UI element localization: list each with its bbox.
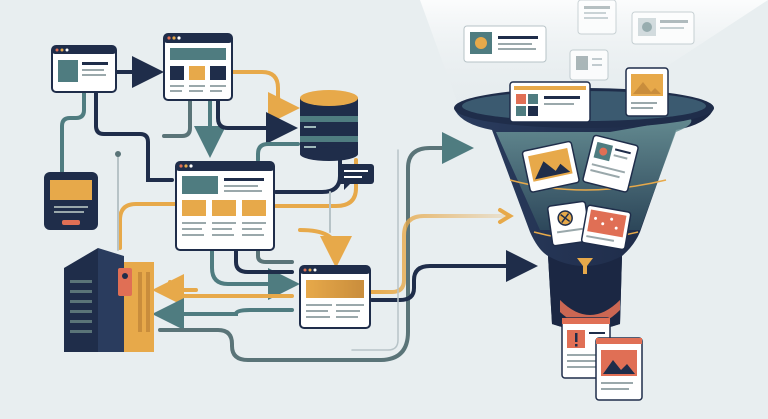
funnel-card-landscape: [625, 67, 669, 117]
funnel-card-dotted: [580, 204, 632, 251]
arrow-center-to-report: [210, 248, 300, 300]
path-browser2-down: [162, 98, 192, 138]
arrow-report-to-server-teal: [152, 298, 294, 330]
database-icon: [300, 90, 358, 161]
floating-cards: [463, 0, 695, 81]
path-browser1-to-center: [94, 90, 174, 182]
path-db-amber-to-center: [274, 158, 358, 208]
path-db-navy-to-center: [274, 158, 342, 194]
path-center-navy-to-report: [234, 248, 294, 274]
output-card-image: [595, 337, 643, 401]
funnel-card-article: [582, 134, 639, 193]
arrow-head-amber: [498, 208, 514, 224]
floating-card-small: [569, 49, 609, 81]
funnel-card-mosaic: [509, 81, 591, 123]
path-browser1-to-device: [60, 90, 86, 174]
funnel-card-image: [521, 140, 580, 193]
browser-window-2: [163, 33, 233, 101]
funnel-card-error: [547, 200, 591, 247]
connector-paths: [60, 56, 538, 362]
funnel-cards: [509, 67, 669, 251]
thin-line-3: [351, 149, 399, 351]
floating-card-doc: [577, 0, 617, 35]
floating-card-pie: [631, 11, 695, 45]
chat-bubble-icon: [338, 164, 374, 190]
floating-card-chart: [463, 25, 547, 63]
path-center-to-server: [118, 202, 178, 250]
report-window: [299, 265, 371, 329]
arrow-server-to-funnel: [158, 132, 474, 362]
arrow-center-amber-down: [298, 228, 352, 268]
tablet-device-icon: [44, 172, 98, 230]
arrow-browser2-navy-to-db: [216, 98, 298, 144]
path-db-to-center: [256, 142, 300, 162]
browser-window-center: [175, 161, 275, 251]
arrow-report-to-funnel-amber: [368, 214, 506, 294]
filter-icon: [577, 258, 593, 274]
browser-window-1: [51, 45, 117, 93]
server-building-icon: [64, 248, 154, 352]
arrow-browser2-to-db: [230, 70, 300, 124]
node-dot: [115, 151, 121, 157]
funnel-band-1: [509, 179, 667, 191]
path-center-slate-to-report: [256, 248, 294, 264]
arrow-report-to-funnel-navy: [370, 250, 538, 302]
output-cards: [561, 317, 643, 401]
